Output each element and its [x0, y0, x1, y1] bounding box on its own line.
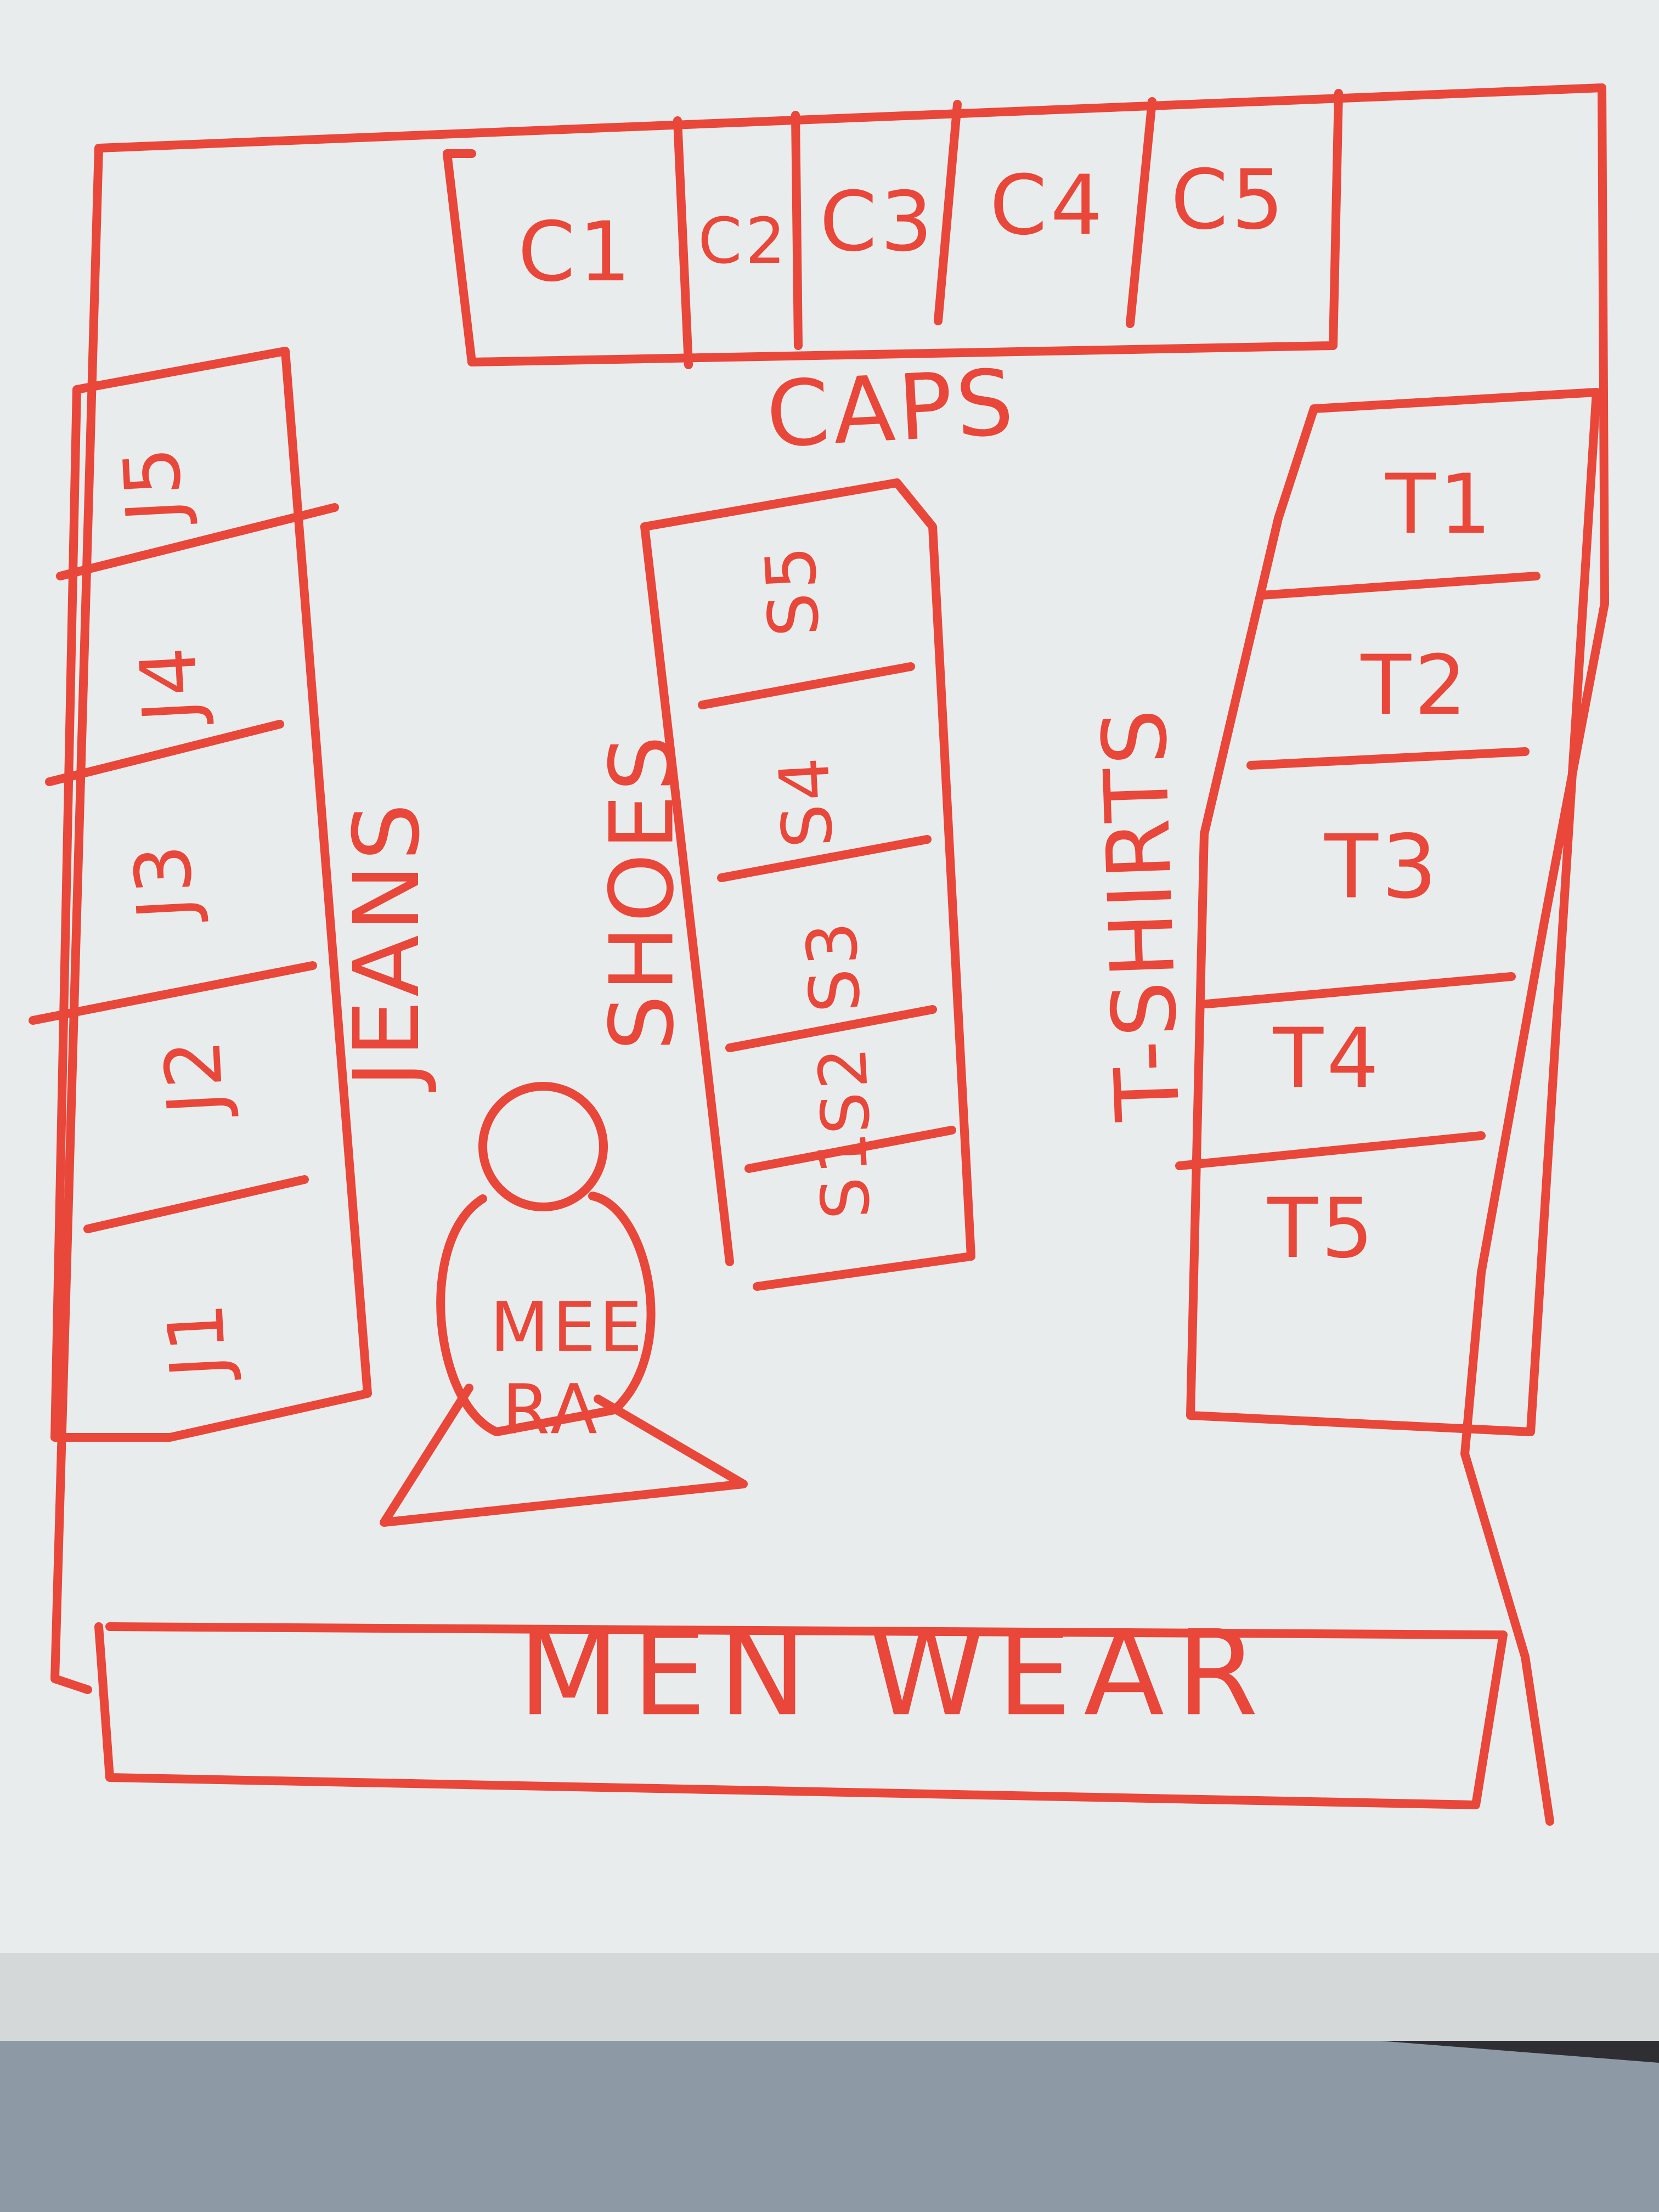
shoes-heading: SHOES	[591, 732, 693, 1051]
tshirts-heading: T-SHIRTS	[1082, 704, 1199, 1124]
marker-drawing	[29, 83, 1609, 1826]
cap-slot-c1: C1	[518, 205, 634, 300]
tshirts-slot-t3: T3	[1324, 816, 1441, 918]
shoes-slot-s1: S1	[804, 1127, 885, 1221]
store-outline	[50, 83, 1609, 1826]
figure-body	[436, 1192, 656, 1436]
tshirts-rack	[1175, 388, 1601, 1436]
shoes-slot-s3: S3	[792, 917, 876, 1014]
jeans-slot-j5: J5	[107, 442, 201, 529]
shoes-slot-s2: S2	[804, 1042, 885, 1136]
men-wear-label: MEN WEAR	[518, 1605, 1270, 1742]
cap-slot-c5: C5	[1171, 153, 1287, 248]
figure-stand	[380, 1384, 748, 1527]
jeans-slot-j2: J2	[148, 1034, 242, 1121]
jeans-slot-j1: J1	[151, 1297, 245, 1385]
tshirts-slot-t2: T2	[1360, 638, 1470, 733]
tshirts-slot-t5: T5	[1267, 1181, 1376, 1277]
jeans-rack	[29, 347, 372, 1442]
fabric	[0, 1986, 1659, 2212]
tshirts-slot-t1: T1	[1385, 457, 1494, 552]
shoes-slot-s5: S5	[751, 541, 835, 639]
figure-head	[478, 1082, 608, 1211]
caps-rack	[443, 89, 1343, 369]
jeans-slot-j3: J3	[118, 839, 212, 927]
jeans-heading: JEANS	[334, 800, 439, 1092]
shoes-rack	[640, 478, 975, 1291]
shoes-slot-s4: S4	[764, 752, 849, 850]
cap-slot-c4: C4	[990, 158, 1106, 253]
jeans-slot-j4: J4	[123, 642, 217, 729]
cap-slot-c3: C3	[820, 174, 936, 270]
figure-name-line2: RA	[502, 1370, 600, 1450]
men-wear-counter	[94, 1622, 1508, 1809]
tshirts-slot-t4: T4	[1272, 1011, 1382, 1107]
caps-heading: CAPS	[764, 349, 1019, 468]
cap-slot-c2: C2	[698, 205, 788, 278]
figure-name-line1: MEE	[490, 1288, 646, 1368]
